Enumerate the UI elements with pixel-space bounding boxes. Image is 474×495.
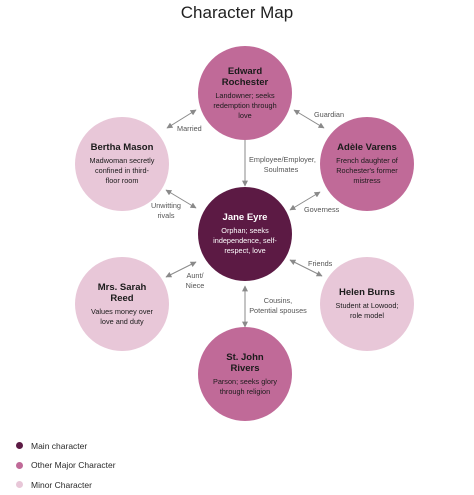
node-adele-varens: Adèle Varens French daughter of Rocheste… — [320, 117, 414, 211]
edge-jane-helen — [289, 259, 323, 277]
node-description: French daughter of Rochester's former mi… — [336, 156, 398, 185]
node-description: Student at Lowood; role model — [335, 301, 399, 320]
node-helen-burns: Helen Burns Student at Lowood; role mode… — [320, 257, 414, 351]
node-bertha-mason: Bertha Mason Madwoman secretly confined … — [75, 117, 169, 211]
node-name: Mrs. Sarah Reed — [97, 281, 147, 304]
legend-swatch-main — [16, 442, 23, 450]
node-mrs-sarah-reed: Mrs. Sarah Reed Values money over love a… — [75, 257, 169, 351]
node-name: Adèle Varens — [337, 142, 397, 153]
node-name: Bertha Mason — [90, 142, 154, 153]
edge-label-employee-employer: Employee/Employer, Soulmates — [249, 155, 316, 174]
edge-jane-adele — [289, 191, 321, 211]
node-description: Madwoman secretly confined in third-floo… — [89, 156, 155, 185]
edge-label-guardian: Guardian — [314, 110, 345, 119]
legend-label-major: Other Major Character — [31, 460, 116, 471]
node-edward-rochester: Edward Rochester Landowner; seeks redemp… — [198, 46, 292, 140]
edge-label-unwitting-rivals: Unwitting rivals — [150, 201, 181, 220]
legend-swatch-minor — [16, 481, 23, 489]
edge-label-aunt-niece: Aunt/ Niece — [185, 271, 205, 290]
node-description: Landowner; seeks redemption through love — [213, 90, 277, 120]
legend-item-main: Main character — [16, 436, 116, 456]
node-st-john-rivers: St. John Rivers Parson; seeks glory thro… — [198, 327, 292, 421]
diagram-title: Character Map — [180, 3, 294, 22]
legend-label-main: Main character — [31, 440, 88, 451]
edge-label-married: Married — [177, 124, 202, 133]
edge-rochester-adele — [293, 109, 325, 129]
edge-label-friends: Friends — [308, 259, 333, 268]
node-name: Helen Burns — [339, 287, 395, 298]
edge-jane-reed — [165, 261, 197, 278]
node-name: Jane Eyre — [222, 212, 268, 223]
legend: Main character Other Major Character Min… — [16, 436, 116, 495]
legend-item-major: Other Major Character — [16, 456, 116, 476]
node-name: Edward Rochester — [221, 65, 269, 88]
node-description: Orphan; seeks independence, self-respect… — [213, 226, 277, 255]
legend-item-minor: Minor Character — [16, 475, 116, 495]
node-description: Values money over love and duty — [91, 306, 153, 326]
legend-swatch-major — [16, 461, 23, 469]
edge-label-cousins: Cousins, Potential spouses — [249, 296, 307, 315]
edge-rochester-bertha — [166, 109, 197, 129]
edge-label-governess: Governess — [304, 205, 340, 214]
node-description: Parson; seeks glory through religion — [212, 376, 278, 396]
edge-jane-bertha — [165, 189, 197, 209]
node-jane-eyre: Jane Eyre Orphan; seeks independence, se… — [198, 187, 292, 281]
legend-label-minor: Minor Character — [31, 479, 92, 490]
node-name: St. John Rivers — [226, 351, 264, 374]
